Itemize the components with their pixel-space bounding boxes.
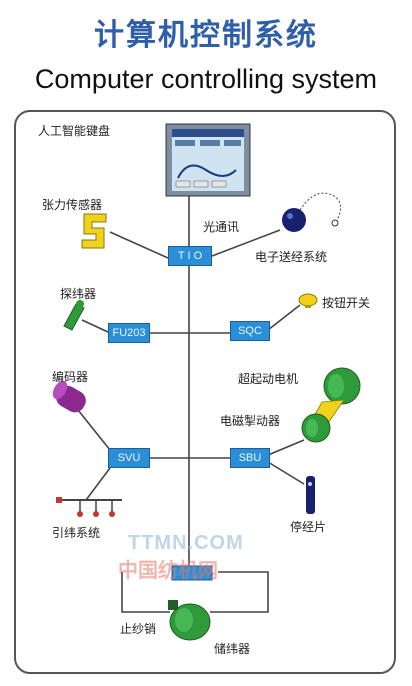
bottom-module-box	[171, 565, 213, 581]
weft-insertion-icon	[56, 497, 122, 517]
weft-storage-icon	[168, 600, 211, 641]
motor-brake-icon	[301, 367, 361, 443]
label-stop-pin: 止纱销	[120, 622, 157, 636]
module-tio: T I O	[168, 246, 212, 266]
label-keyboard: 人工智能键盘	[38, 124, 111, 138]
weft-detector-icon	[63, 300, 85, 331]
module-sqc: SQC	[230, 321, 270, 341]
label-button-switch: 按钮开关	[322, 296, 371, 310]
module-fu203: FU203	[108, 323, 150, 343]
label-weft-detector: 探纬器	[60, 287, 97, 301]
label-electronic-letoff: 电子送经系统	[255, 250, 328, 264]
label-super-motor: 超起动电机	[238, 372, 299, 386]
label-optical: 光通讯	[203, 220, 240, 234]
encoder-icon	[52, 380, 86, 413]
page-title: 计算机控制系统	[94, 18, 318, 53]
label-encoder: 编码器	[52, 370, 89, 384]
button-switch-icon	[298, 293, 318, 308]
module-svu: SVU	[108, 448, 150, 468]
tension-sensor-icon	[81, 213, 107, 249]
page-subtitle: Computer controlling system	[34, 64, 378, 94]
warp-stop-icon	[306, 476, 315, 514]
label-weft-storage: 储纬器	[214, 642, 251, 656]
label-tension-sensor: 张力传感器	[42, 198, 103, 212]
keyboard-icon	[165, 123, 251, 197]
module-sbu: SBU	[230, 448, 270, 468]
label-weft-insertion: 引纬系统	[52, 526, 101, 540]
label-warp-stop: 停经片	[290, 520, 327, 534]
connection-lines	[77, 196, 305, 613]
diagram-frame	[14, 110, 396, 674]
electronic-letoff-icon	[282, 192, 341, 232]
label-magnetic-brake: 电磁掣动器	[220, 414, 281, 428]
